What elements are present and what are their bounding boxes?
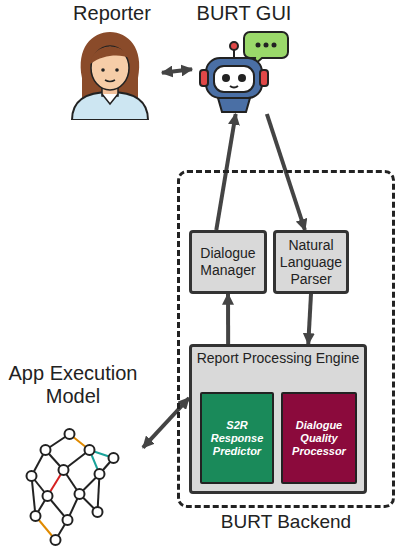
node-label: Report Processing Engine xyxy=(195,350,361,367)
reporter-figure xyxy=(62,28,157,120)
backend-boundary: BURT BackendDialogue ManagerNatural Lang… xyxy=(177,170,395,508)
process-box: Dialogue Manager xyxy=(189,230,267,294)
arrow-connector xyxy=(308,294,311,344)
process-box: Natural Language Parser xyxy=(273,230,349,294)
node-label: Natural Language Parser xyxy=(279,237,343,288)
node-label: BURT GUI xyxy=(192,2,296,25)
robot-icon xyxy=(192,28,292,114)
component-box: Dialogue Quality Processor xyxy=(281,392,357,484)
node-label: Reporter xyxy=(62,2,162,25)
node-label: Dialogue Manager xyxy=(195,245,261,279)
system-icon: BURT GUI xyxy=(192,2,296,114)
graph-icon xyxy=(3,428,138,548)
node-label: App Execution Model xyxy=(3,362,143,408)
node-label: BURT Backend xyxy=(180,511,392,533)
node-label: S2R Response Predictor xyxy=(205,419,269,458)
model-icon: App Execution Model xyxy=(3,362,143,548)
process-box: Report Processing EngineS2R Response Pre… xyxy=(189,344,367,494)
actor-icon: Reporter xyxy=(62,2,162,120)
arrow-connector xyxy=(162,69,192,73)
arrow-connector xyxy=(143,398,189,448)
component-box: S2R Response Predictor xyxy=(200,392,274,484)
node-label: Dialogue Quality Processor xyxy=(286,419,352,458)
arrow-connector xyxy=(226,294,230,344)
